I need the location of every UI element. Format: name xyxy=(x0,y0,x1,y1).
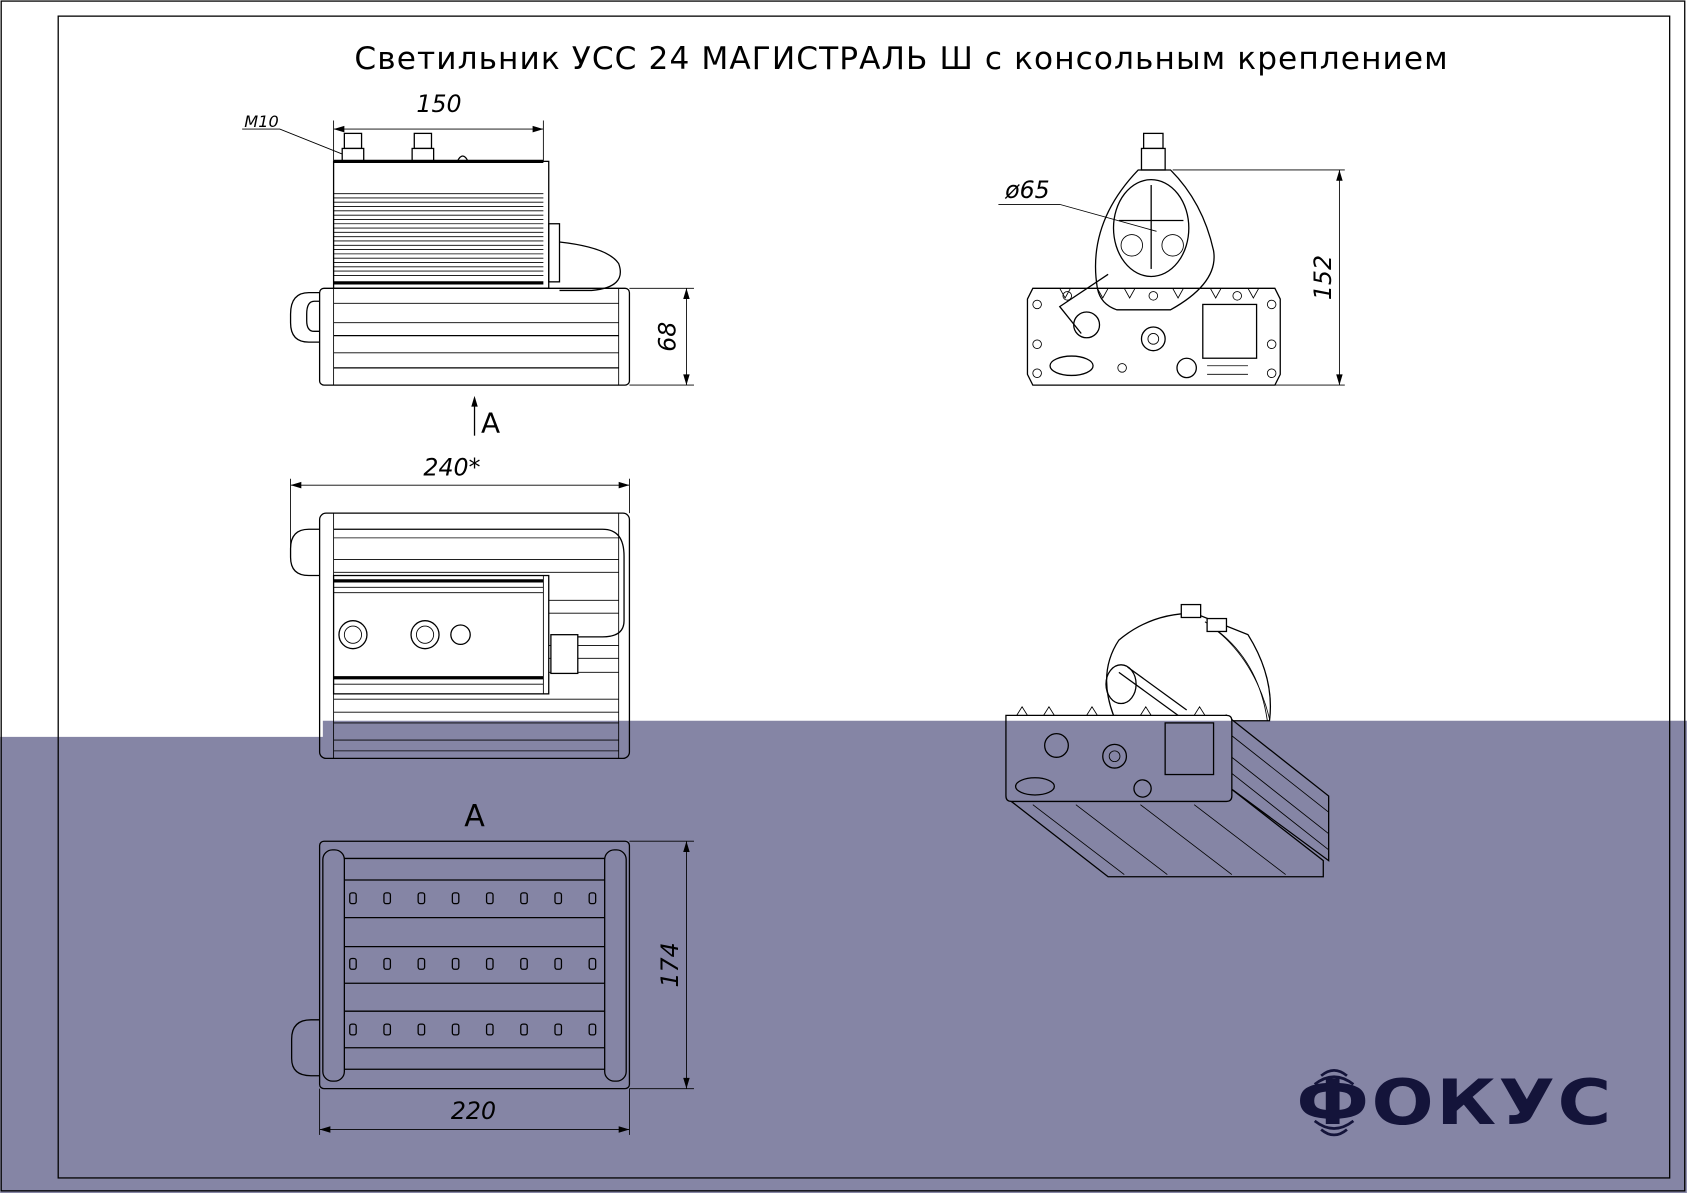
highlight-overlay xyxy=(0,720,1687,1193)
bottom-view-label: A xyxy=(464,799,485,834)
dim-220: 220 xyxy=(451,1097,496,1125)
dim-174: 174 xyxy=(656,942,684,987)
view-arrow-label: A xyxy=(481,406,500,439)
focus-logo: ФОКУС xyxy=(1296,1066,1613,1139)
bottom-view-labels: A 174 220 xyxy=(451,799,684,1125)
view-arrow-a: A xyxy=(471,395,500,439)
dim-240: 240* xyxy=(423,453,480,481)
top-view: 240* xyxy=(289,453,631,760)
dim-150: 150 xyxy=(416,90,461,118)
front-view: ø65 152 xyxy=(998,132,1345,386)
logo-text: ФОКУС xyxy=(1296,1066,1613,1139)
dim-diameter-65: ø65 xyxy=(1004,176,1050,204)
label-m10: M10 xyxy=(244,112,278,131)
dim-152: 152 xyxy=(1309,255,1337,300)
dim-68: 68 xyxy=(654,322,682,352)
drawing-title: Светильник УСС 24 МАГИСТРАЛЬ Ш с консоль… xyxy=(354,41,1448,77)
side-view: 150 M10 68 xyxy=(242,90,694,386)
